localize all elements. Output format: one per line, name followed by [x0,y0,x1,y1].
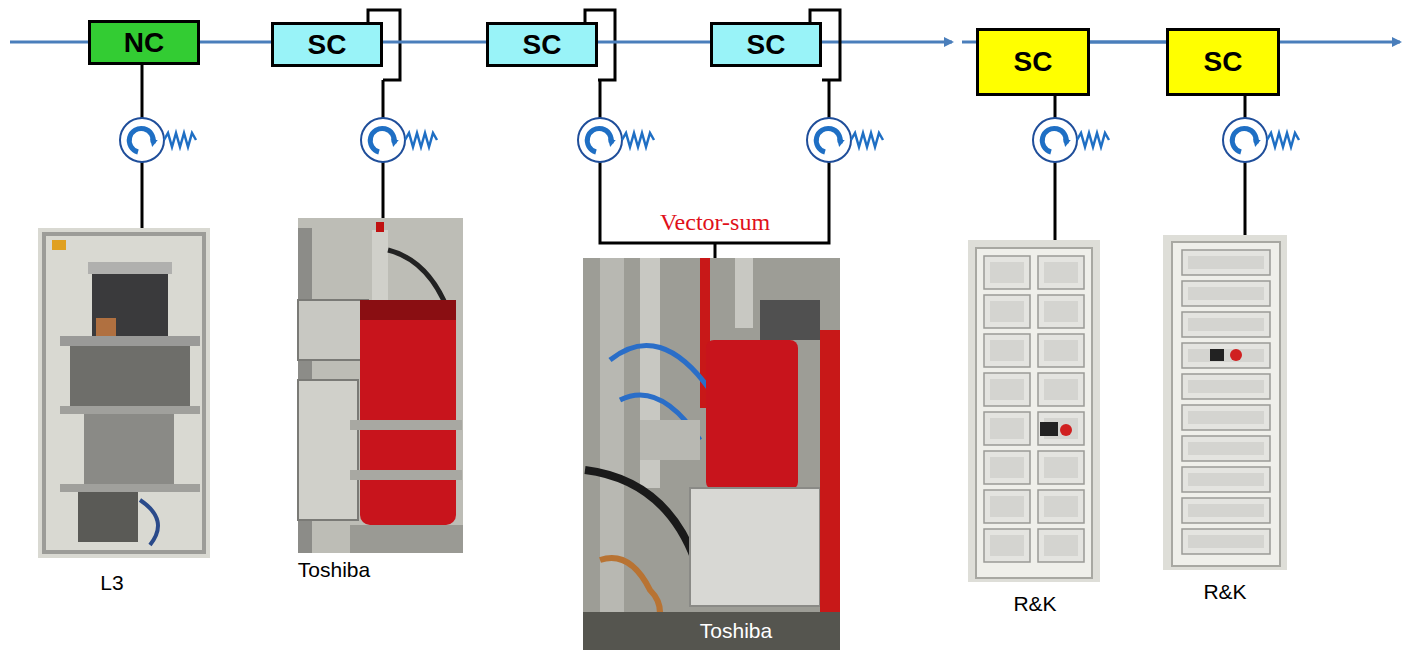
device-label: Toshiba [700,619,772,643]
beam-line [598,41,710,44]
circulator-symbol [1033,118,1109,162]
circulator-symbol [1223,118,1299,162]
circulator-symbol [120,118,196,162]
beam-line [1090,41,1166,44]
cavity-label: SC [523,29,562,61]
cavity-label: SC [747,29,786,61]
vector-sum-label: Vector-sum [660,209,770,236]
device-label: R&K [1203,580,1246,604]
cavity-box: SC [976,28,1090,96]
cavity-box: SC [271,22,383,67]
cavity-label: SC [1014,46,1053,78]
cavity-box: NC [88,20,200,65]
cavity-label: NC [124,27,164,59]
beam-line [383,41,486,44]
circulator-symbol [578,118,654,162]
device-label: L3 [100,571,123,595]
device-label: R&K [1013,592,1056,616]
cavity-box: SC [486,22,598,67]
cavity-box: SC [710,22,822,67]
device-label: Toshiba [298,558,370,582]
circulator-symbol [361,118,437,162]
cavity-box: SC [1166,28,1280,96]
circulator-symbol [807,118,883,162]
beam-line [200,41,271,44]
cavity-label: SC [1204,46,1243,78]
cavity-label: SC [308,29,347,61]
